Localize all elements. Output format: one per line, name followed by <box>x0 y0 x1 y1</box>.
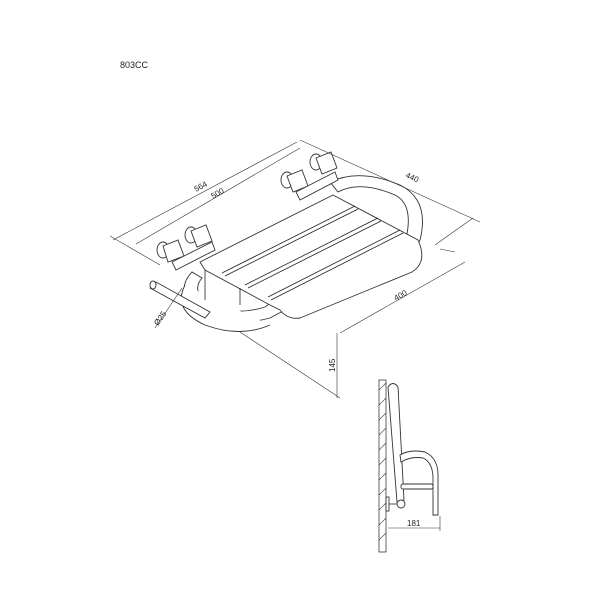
dim-seat-depth: 400 <box>393 288 410 303</box>
model-code: 803CC <box>120 60 149 70</box>
folded-seat <box>387 383 405 503</box>
seat-slats <box>221 205 404 301</box>
side-frame-tube <box>399 450 439 516</box>
dimension-lines <box>109 139 481 399</box>
side-leg-bar <box>400 483 434 490</box>
side-view <box>378 379 441 553</box>
dim-height: 145 <box>328 358 337 372</box>
dim-depth: 440 <box>404 171 420 185</box>
wall-section <box>378 379 387 553</box>
seat-support <box>204 270 241 305</box>
dim-mount-width: 500 <box>210 186 227 201</box>
wall-mounts <box>156 151 339 271</box>
hinge <box>396 499 406 509</box>
wall-plate <box>385 496 390 512</box>
isometric-view <box>149 151 423 332</box>
dim-side-projection: 181 <box>407 519 421 528</box>
dim-overall-width: 564 <box>193 179 209 193</box>
leg-bar-end <box>149 280 157 290</box>
